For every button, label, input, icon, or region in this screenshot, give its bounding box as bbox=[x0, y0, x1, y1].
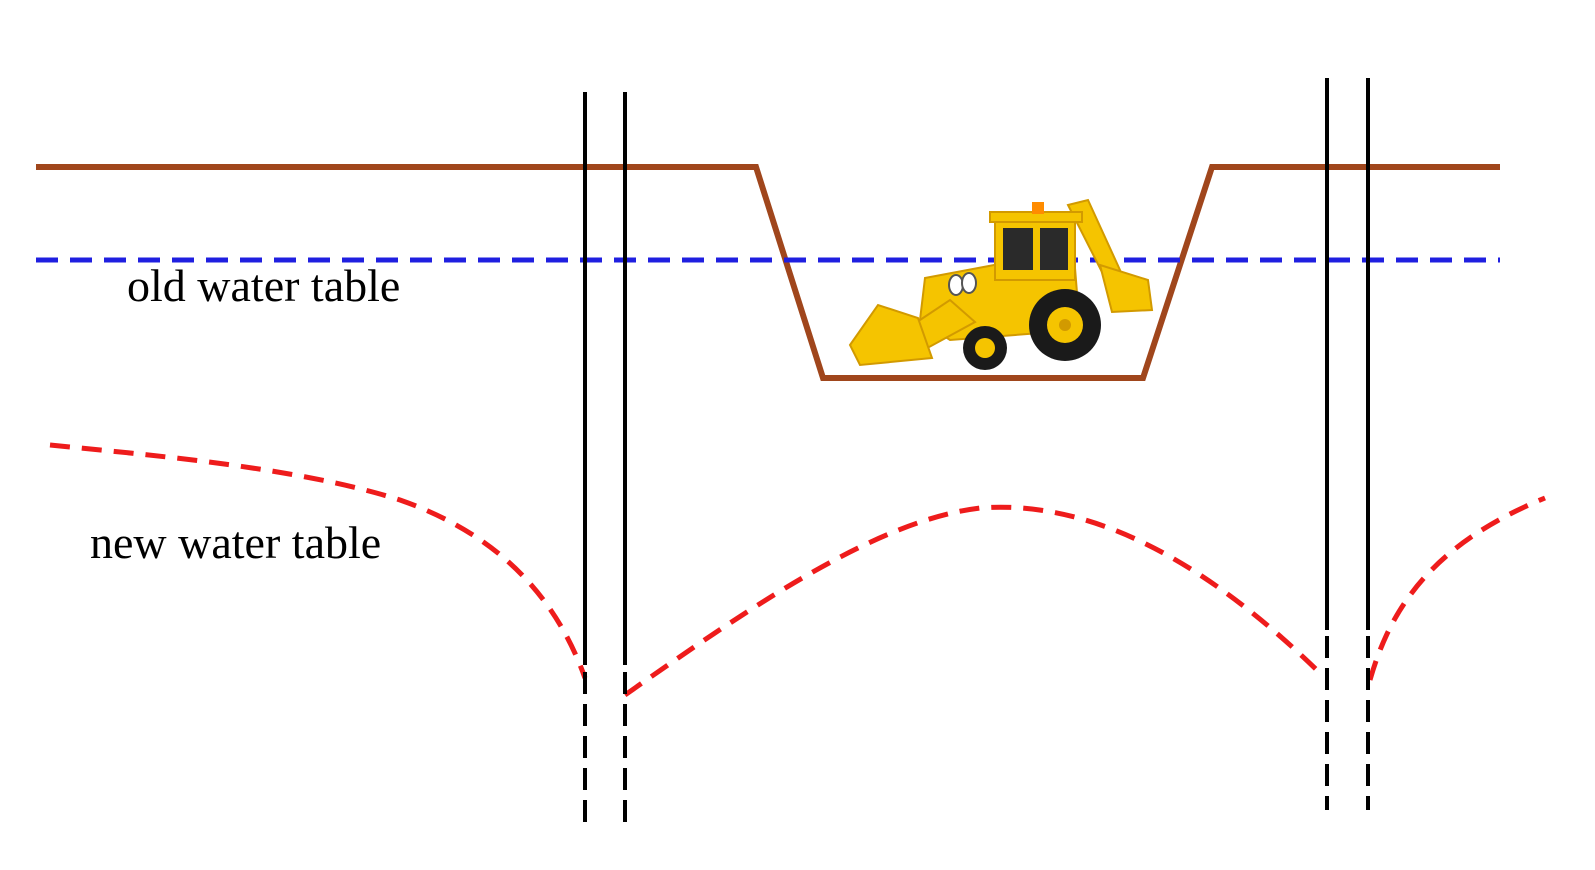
new-water-table-label: new water table bbox=[90, 517, 382, 568]
old-water-table-label: old water table bbox=[127, 260, 401, 311]
ground-surface-line bbox=[36, 164, 1500, 381]
new-water-table-curve bbox=[49, 442, 1546, 698]
backhoe-loader-icon bbox=[848, 198, 1154, 370]
